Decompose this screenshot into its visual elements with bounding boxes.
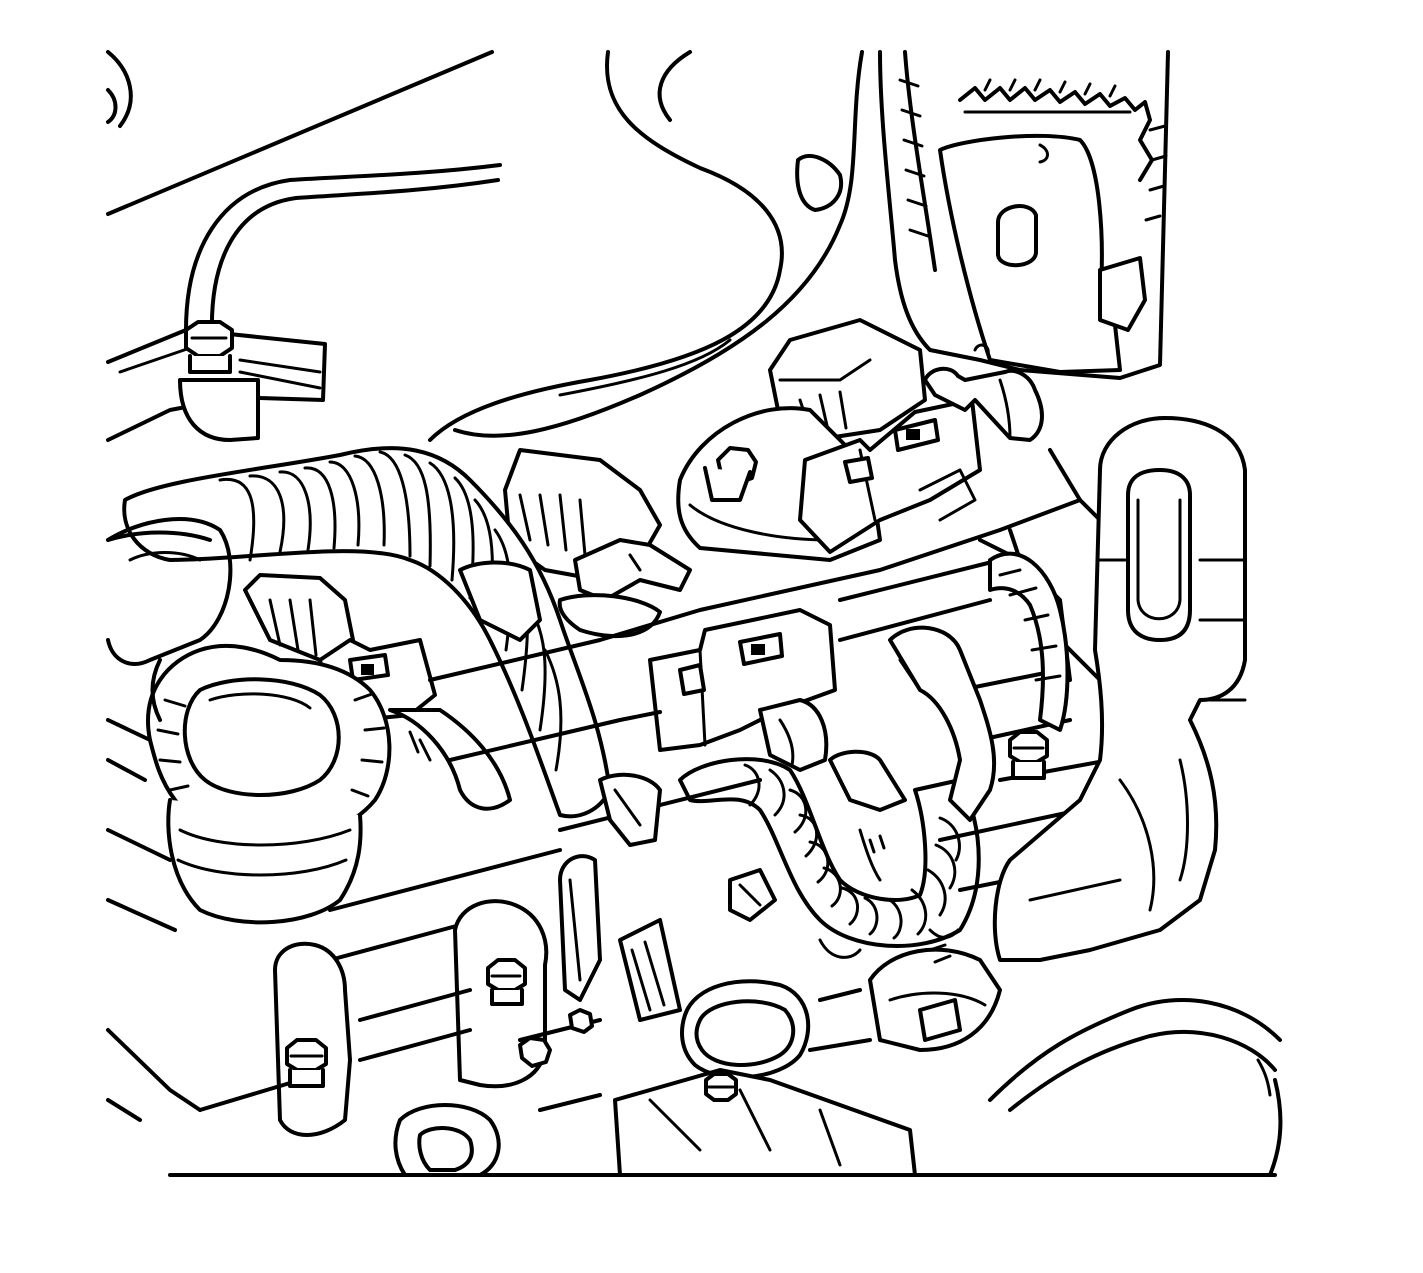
engine-cover bbox=[106, 50, 864, 442]
connector-icon bbox=[798, 398, 982, 554]
wiring-harness bbox=[678, 749, 981, 948]
ignition-coil-connector-rear-left bbox=[503, 448, 692, 639]
ignition-coil-connector-front-center bbox=[648, 608, 837, 772]
wiring-harness bbox=[122, 446, 612, 819]
vacuum-hose bbox=[184, 163, 502, 336]
harness-clip bbox=[598, 772, 960, 964]
cover-edge bbox=[106, 517, 233, 722]
bolt-icon bbox=[486, 958, 527, 1006]
bolt-icon bbox=[518, 1036, 552, 1068]
lifting-eye-bracket bbox=[992, 416, 1247, 962]
bolt-icon bbox=[568, 1008, 594, 1034]
cam-cover bbox=[106, 448, 1142, 1122]
bolt-icon bbox=[285, 1038, 328, 1088]
hose-fitting bbox=[923, 343, 1044, 442]
bolt-icon bbox=[704, 1072, 738, 1102]
bolt-icon bbox=[184, 320, 234, 374]
lower-assembly bbox=[168, 854, 1283, 1177]
bolt-icon bbox=[1008, 730, 1049, 780]
gear-icon bbox=[958, 78, 1154, 182]
oil-filler-cap bbox=[146, 643, 392, 925]
timing-sprocket bbox=[878, 50, 1170, 380]
